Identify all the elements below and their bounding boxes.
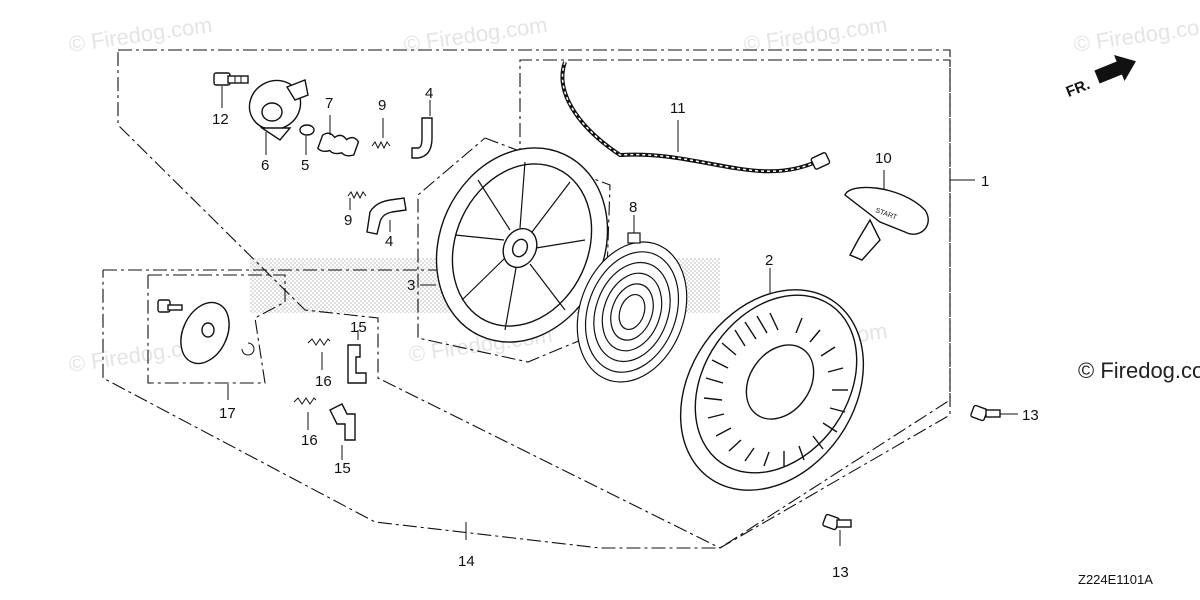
diagram-code: Z224E1101A [1078, 572, 1153, 587]
callout-10: 10 [875, 150, 892, 167]
callout-4: 4 [425, 85, 433, 102]
callout-14: 14 [458, 553, 475, 570]
callout-11: 11 [670, 100, 686, 117]
part-5-washer [299, 124, 315, 136]
copyright-text: © Firedog.com [1078, 358, 1200, 383]
callout-8: 8 [629, 199, 637, 216]
part-4-pawl-upper [411, 117, 433, 159]
callout-7: 7 [325, 95, 333, 112]
assembly-17-boundary [147, 274, 286, 384]
callout-13: 13 [1022, 407, 1039, 424]
callout-13: 13 [832, 564, 849, 581]
part-13-bolt-bottom [822, 513, 852, 531]
watermark-text: © Firedog.com [742, 12, 889, 57]
callout-15: 15 [334, 460, 351, 477]
callout-15: 15 [350, 319, 367, 336]
watermark-text: © Firedog.com [1072, 12, 1200, 57]
part-7-spring [317, 132, 360, 157]
part-16-spring-lower [293, 397, 317, 405]
part-12-bolt [213, 72, 249, 86]
part-15-pawl-upper [347, 344, 367, 384]
leader-lines [221, 86, 1018, 546]
callout-16: 16 [315, 373, 332, 390]
callout-17: 17 [219, 405, 236, 422]
part-3-reel [435, 147, 609, 343]
front-direction-indicator: FR. [1064, 55, 1136, 101]
callout-5: 5 [301, 157, 309, 174]
part-17-ratchet-assembly [157, 299, 255, 365]
part-6-ratchet [248, 79, 309, 141]
part-15-pawl-lower [329, 403, 356, 441]
part-2-starter-case [679, 289, 865, 491]
part-8-spiral-spring [576, 232, 688, 383]
part-13-bolt-right [970, 404, 1001, 422]
assembly-14-boundary [102, 59, 951, 549]
callout-1: 1 [981, 173, 989, 190]
part-4-pawl-lower [366, 197, 407, 235]
part-11-starter-rope [560, 61, 831, 174]
callout-4: 4 [385, 233, 393, 250]
part-10-starter-handle: START [844, 186, 929, 261]
front-direction-label: FR. [1064, 76, 1093, 101]
callout-9: 9 [344, 212, 352, 229]
callout-6: 6 [261, 157, 269, 174]
callout-3: 3 [407, 277, 415, 294]
watermark-text: © Firedog.com [67, 12, 214, 57]
callout-12: 12 [212, 111, 229, 128]
front-arrow-icon [1094, 55, 1136, 84]
callout-9: 9 [378, 97, 386, 114]
part-9-spring-upper [371, 140, 391, 150]
callout-labels: 1 2 3 4 4 5 6 7 8 9 9 10 11 12 13 13 14 … [212, 85, 1039, 581]
callout-2: 2 [765, 252, 773, 269]
part-16-spring-upper [307, 338, 331, 346]
assembly-boundaries [102, 49, 951, 549]
callout-16: 16 [301, 432, 318, 449]
reel-boundary [417, 137, 611, 363]
part-9-spring-lower [347, 190, 367, 200]
